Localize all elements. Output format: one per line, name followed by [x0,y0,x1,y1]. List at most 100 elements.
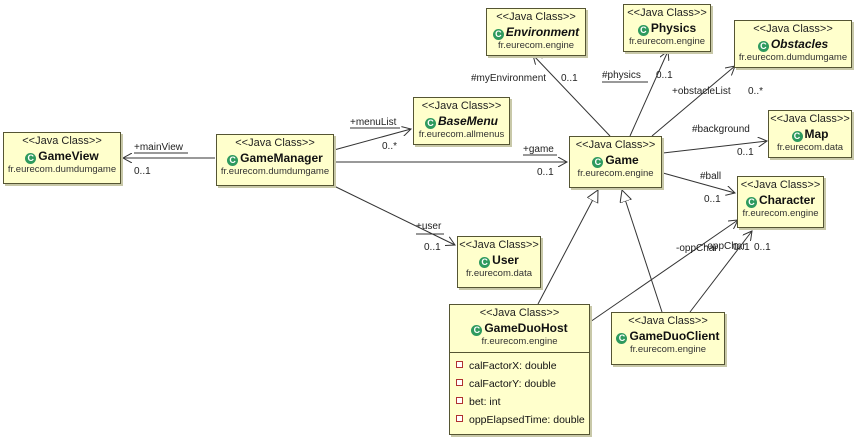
class-c-icon: C [592,157,604,168]
stereotype-label: <<Java Class>> [459,239,539,251]
role-my-environment: #myEnvironment [471,73,547,84]
role-user: +user [416,221,442,232]
role-background: #background [692,124,750,135]
class-c-icon: C [471,325,483,336]
package-label: fr.eurecom.engine [742,208,819,219]
package-label: fr.eurecom.data [776,142,843,153]
stereotype-label: <<Java Class>> [627,7,707,19]
stereotype-label: <<Java Class>> [22,135,102,147]
class-c-icon: C [479,257,491,268]
role-main-view: +mainView [134,142,184,153]
stereotype-label: <<Java Class>> [479,307,560,319]
stereotype-label: <<Java Class>> [235,137,315,149]
role-opp-char-client: -oppChar [704,241,746,252]
package-label: fr.eurecom.allmenus [418,129,505,140]
inherit-gameduoclient-game [622,190,663,313]
mult-my-environment: 0..1 [561,73,578,84]
edge-game-physics [629,51,668,137]
stereotype-label: <<Java Class>> [496,11,576,23]
role-opp-char-host: -oppChar [676,243,718,254]
stereotype-label: <<Java Class>> [628,315,708,327]
attribute-item[interactable]: calFactorY: double [456,375,589,393]
role-menu-list: +menuList [350,117,397,128]
edge-game-environment [533,55,611,137]
package-label: fr.eurecom.engine [497,40,575,51]
stereotype-label: <<Java Class>> [575,139,656,151]
class-c-icon: C [492,29,504,40]
class-c-icon: C [25,153,37,164]
class-c-icon: C [791,131,803,142]
class-c-icon: C [616,333,628,344]
mult-main-view: 0..1 [134,166,151,177]
private-field-icon [456,379,463,386]
private-field-icon [456,415,463,422]
package-label: fr.eurecom.dumdumgame [7,164,117,175]
class-c-icon: C [637,25,649,36]
role-physics: #physics [602,70,641,81]
stereotype-label: <<Java Class>> [421,100,502,112]
edge-game-character [662,172,735,193]
private-field-icon [456,397,463,404]
edge-game-obstacles [651,66,735,137]
class-c-icon: C [757,41,769,52]
attribute-item[interactable]: bet: int [456,393,589,411]
attribute-compartment: calFactorX: double calFactorY: double be… [450,352,589,429]
package-label: fr.eurecom.data [465,268,532,279]
stereotype-label: <<Java Class>> [740,179,821,191]
mult-opp-char-client: 0..1 [754,242,771,253]
inherit-gameduohost-game [537,190,598,305]
class-c-icon: C [745,197,757,208]
mult-background: 0..1 [737,147,754,158]
edge-gamemanager-user [333,185,455,245]
package-label: fr.eurecom.engine [628,36,706,47]
stereotype-label: <<Java Class>> [753,23,833,35]
role-obstacle-list: +obstacleList [672,86,731,97]
package-label: fr.eurecom.engine [577,168,654,179]
attribute-item[interactable]: calFactorX: double [456,357,589,375]
mult-user: 0..1 [424,242,441,253]
mult-game: 0..1 [537,167,554,178]
edge-gamemanager-basemenu [333,129,411,151]
private-field-icon [456,361,463,368]
mult-ball: 0..1 [704,194,721,205]
mult-opp-char-host: 0..1 [733,242,750,253]
package-label: fr.eurecom.dumdumgame [738,52,848,63]
mult-menu-list: 0..* [382,141,398,152]
mult-obstacle-list: 0..* [748,86,764,97]
edge-gameduohost-character [589,220,738,323]
mult-physics: 0..1 [656,70,673,81]
role-ball: #ball [700,171,722,182]
class-c-icon: C [424,118,436,129]
role-game: +game [523,144,554,155]
package-label: fr.eurecom.engine [629,344,707,355]
edge-game-map [662,141,767,154]
attribute-item[interactable]: oppElapsedTime: double [456,411,589,429]
class-c-icon: C [227,155,239,166]
package-label: fr.eurecom.dumdumgame [220,166,330,177]
